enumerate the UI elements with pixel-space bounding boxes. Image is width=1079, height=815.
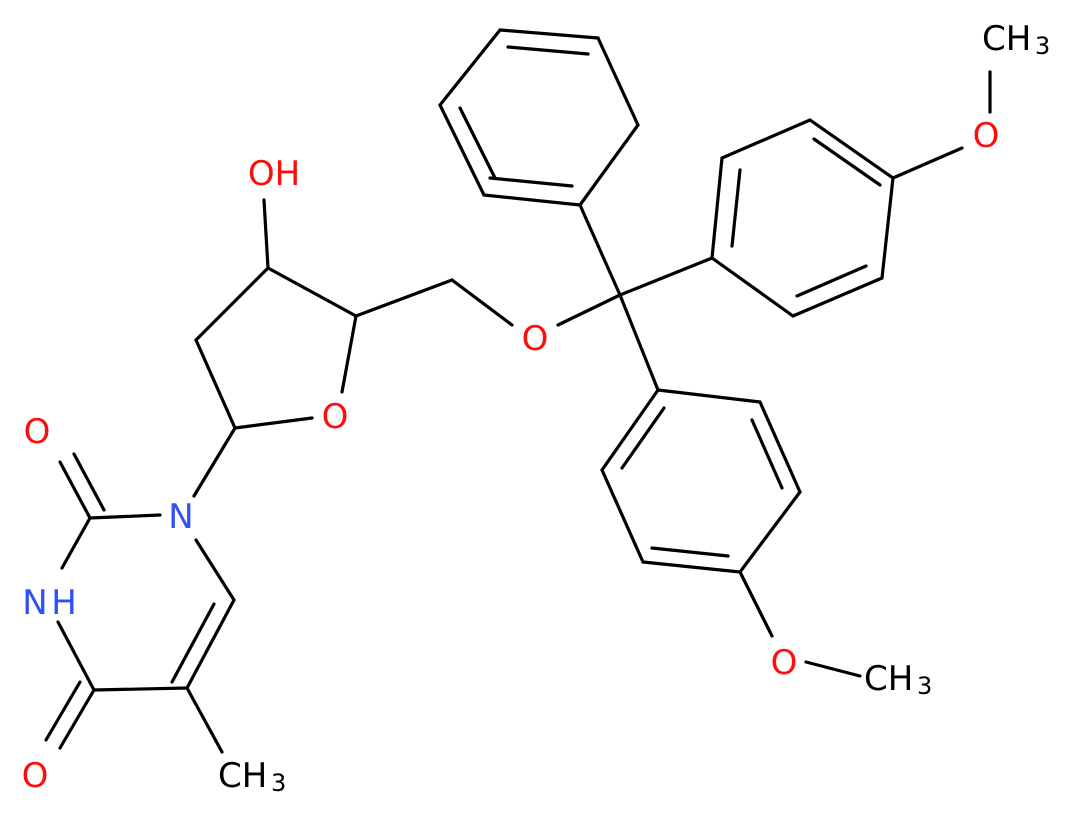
methyl-ch-label: CH bbox=[218, 756, 267, 796]
bond bbox=[880, 176, 895, 280]
methoxy-top-ch-label: CH bbox=[982, 19, 1031, 59]
bond bbox=[233, 416, 314, 430]
methoxy-bottom-subscript: 3 bbox=[917, 672, 932, 700]
bond bbox=[56, 620, 96, 692]
bond bbox=[750, 418, 784, 490]
bond-layer bbox=[44, 28, 992, 754]
methoxy-top-subscript: 3 bbox=[1035, 32, 1050, 60]
bond bbox=[506, 45, 590, 56]
bond bbox=[738, 490, 802, 574]
bond bbox=[354, 278, 454, 318]
methoxy-bottom-oxygen-label: O bbox=[771, 643, 798, 683]
nh-n-label: N bbox=[22, 583, 47, 623]
bond bbox=[438, 103, 486, 197]
bond bbox=[194, 538, 236, 602]
bond bbox=[262, 198, 270, 270]
bond bbox=[185, 598, 236, 690]
bond bbox=[641, 560, 742, 574]
carbonyl-oxygen-bottom-label: O bbox=[22, 756, 49, 796]
bond bbox=[596, 36, 640, 127]
bond bbox=[738, 570, 774, 638]
bond bbox=[340, 314, 358, 394]
bond bbox=[600, 388, 660, 472]
bond bbox=[618, 256, 714, 297]
bond bbox=[266, 266, 358, 318]
n1-nitrogen-label: N bbox=[168, 497, 193, 537]
bond bbox=[730, 168, 742, 248]
bond bbox=[482, 193, 582, 207]
bond bbox=[60, 516, 92, 570]
bond bbox=[578, 203, 622, 297]
hydroxyl-label: OH bbox=[248, 154, 300, 194]
bond bbox=[194, 338, 237, 430]
bond bbox=[578, 123, 640, 207]
methyl-subscript: 3 bbox=[271, 769, 286, 797]
bond bbox=[618, 293, 660, 392]
bond bbox=[720, 118, 812, 160]
atom-labels: OH O O O O N N H O CH 3 O CH 3 CH 3 bbox=[22, 19, 1051, 797]
bond bbox=[498, 28, 600, 40]
bond bbox=[92, 686, 189, 692]
bond bbox=[804, 660, 862, 678]
bond bbox=[185, 686, 224, 754]
ring-oxygen-label: O bbox=[322, 397, 349, 437]
bond bbox=[450, 278, 514, 327]
bond bbox=[758, 400, 802, 494]
bond bbox=[192, 426, 237, 498]
bond bbox=[438, 28, 502, 107]
bond bbox=[58, 460, 92, 520]
bond bbox=[650, 546, 730, 558]
ether-oxygen-label: O bbox=[522, 319, 549, 359]
bond bbox=[488, 176, 574, 188]
bond bbox=[710, 156, 724, 260]
nh-h-label: H bbox=[51, 583, 77, 623]
bond bbox=[72, 452, 106, 512]
bond bbox=[88, 513, 162, 520]
bond bbox=[791, 276, 884, 318]
bond bbox=[458, 106, 497, 180]
bond bbox=[556, 293, 622, 327]
bond bbox=[194, 266, 270, 342]
bond bbox=[812, 137, 882, 187]
bond bbox=[44, 680, 82, 742]
bond bbox=[170, 602, 216, 684]
bond bbox=[620, 406, 666, 470]
bond bbox=[600, 468, 645, 564]
bond bbox=[58, 688, 96, 750]
bond bbox=[656, 388, 762, 404]
bond bbox=[808, 118, 895, 180]
methoxy-top-oxygen-label: O bbox=[973, 116, 1000, 156]
carbonyl-oxygen-top-label: O bbox=[24, 412, 51, 452]
bond bbox=[710, 256, 795, 318]
bond bbox=[795, 264, 868, 298]
bond bbox=[891, 146, 964, 180]
methoxy-bottom-ch-label: CH bbox=[864, 659, 913, 699]
